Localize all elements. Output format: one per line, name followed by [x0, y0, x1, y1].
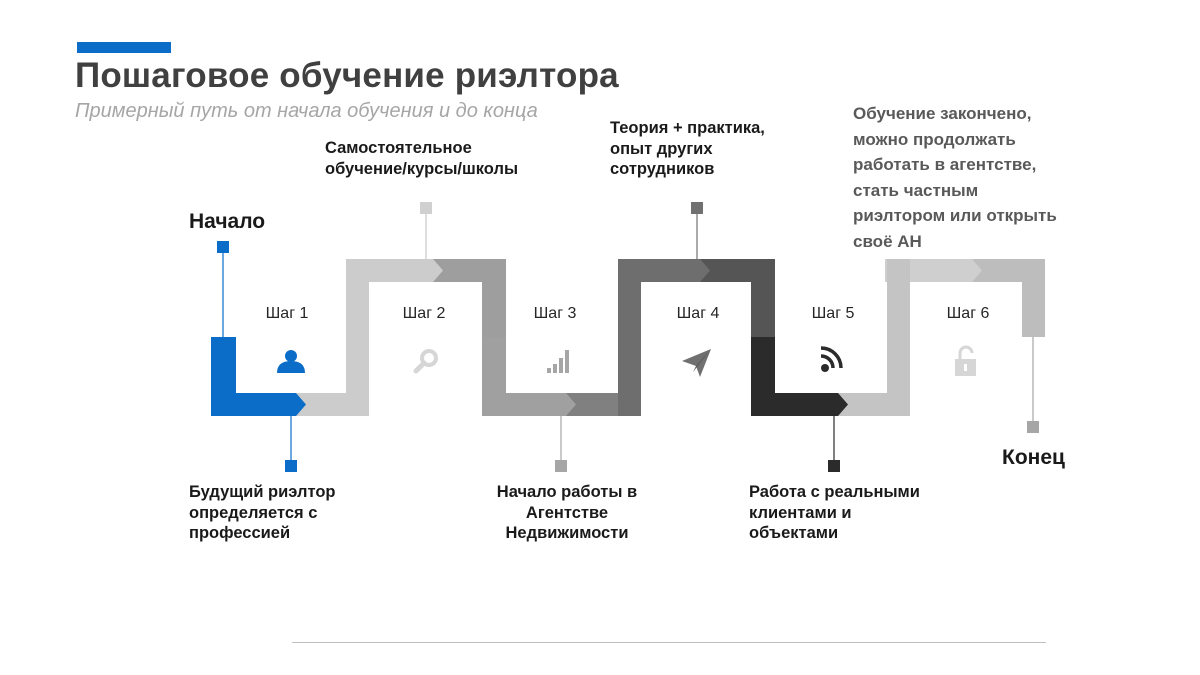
step1-annotation-line: профессией [189, 524, 291, 542]
step1-annotation-line: Будущий риэлтор [189, 483, 336, 501]
step6-annotation-line: риэлтором или открыть [853, 206, 1057, 225]
connectors [217, 202, 1039, 472]
step5-annotation-line: Работа с реальными [749, 483, 920, 501]
step6-path-rise [887, 259, 910, 416]
end-label: Конец [1002, 446, 1065, 469]
step4-path-dark [700, 259, 775, 337]
step2-annotation-line: Самостоятельное [325, 139, 472, 157]
step1-marker [285, 460, 297, 472]
step-4-label: Шаг 4 [676, 305, 720, 322]
step6-annotation-line: стать частным [853, 180, 979, 200]
step1-path-segment [211, 337, 306, 416]
paper-plane-icon [682, 349, 711, 377]
step-2-label: Шаг 2 [402, 305, 446, 322]
start-marker [217, 241, 229, 253]
step6-annotation-line: Обучение закончено, [853, 104, 1032, 123]
step2-path-base [296, 393, 369, 416]
step5-annotation: Работа с реальными клиентами и объектами [749, 482, 920, 544]
step4-annotation-line: сотрудников [610, 160, 715, 178]
end-marker [1027, 421, 1039, 433]
step5-annotation-line: клиентами и [749, 503, 852, 522]
step3-path-light [482, 337, 576, 416]
step-6-label: Шаг 6 [946, 305, 990, 322]
step2-annotation: Самостоятельное обучение/курсы/школы [325, 138, 518, 179]
step5-path-dark [751, 337, 848, 416]
step3-annotation-line: Начало работы в [496, 483, 638, 501]
step-5-label: Шаг 5 [811, 305, 855, 322]
start-label: Начало [189, 210, 266, 233]
step2-annotation-line: обучение/курсы/школы [325, 159, 519, 178]
page-subtitle: Примерный путь от начала обучения и до к… [75, 100, 538, 122]
bar-chart-icon [547, 350, 569, 373]
step-3-label: Шаг 3 [533, 305, 577, 322]
search-icon [413, 349, 438, 374]
step4-annotation-line: опыт других [610, 139, 713, 158]
step6-annotation-line: своё АН [853, 231, 922, 251]
step2-path-connect [305, 337, 369, 393]
step4-annotation-line: Теория + практика, [610, 119, 765, 137]
step4-marker [691, 202, 703, 214]
step4-path-drop [618, 337, 641, 416]
step6-annotation-line: можно продолжать [853, 129, 1016, 149]
step5-annotation-line: объектами [749, 524, 839, 542]
footer-divider [292, 642, 1046, 643]
step6-annotation: Обучение закончено, можно продолжать раб… [853, 101, 1057, 254]
user-icon [277, 350, 305, 373]
step6-annotation-line: работать в агентстве, [853, 155, 1037, 174]
rss-icon [820, 346, 843, 372]
title-accent-bar [77, 42, 171, 53]
page-title: Пошаговое обучение риэлтора [75, 56, 619, 95]
step3-marker [555, 460, 567, 472]
unlock-icon [955, 345, 976, 376]
step5-marker [828, 460, 840, 472]
step3-annotation-line: Недвижимости [505, 524, 629, 542]
step-1-label: Шаг 1 [265, 305, 309, 322]
step2-marker [420, 202, 432, 214]
step2-path-light [346, 259, 443, 337]
step1-annotation: Будущий риэлтор определяется с профессие… [189, 482, 335, 544]
step3-annotation: Начало работы в Агентстве Недвижимости [488, 482, 646, 544]
step4-annotation: Теория + практика, опыт других сотрудник… [610, 118, 765, 180]
step1-annotation-line: определяется с [189, 503, 318, 522]
step3-annotation-line: Агентстве [525, 503, 609, 522]
